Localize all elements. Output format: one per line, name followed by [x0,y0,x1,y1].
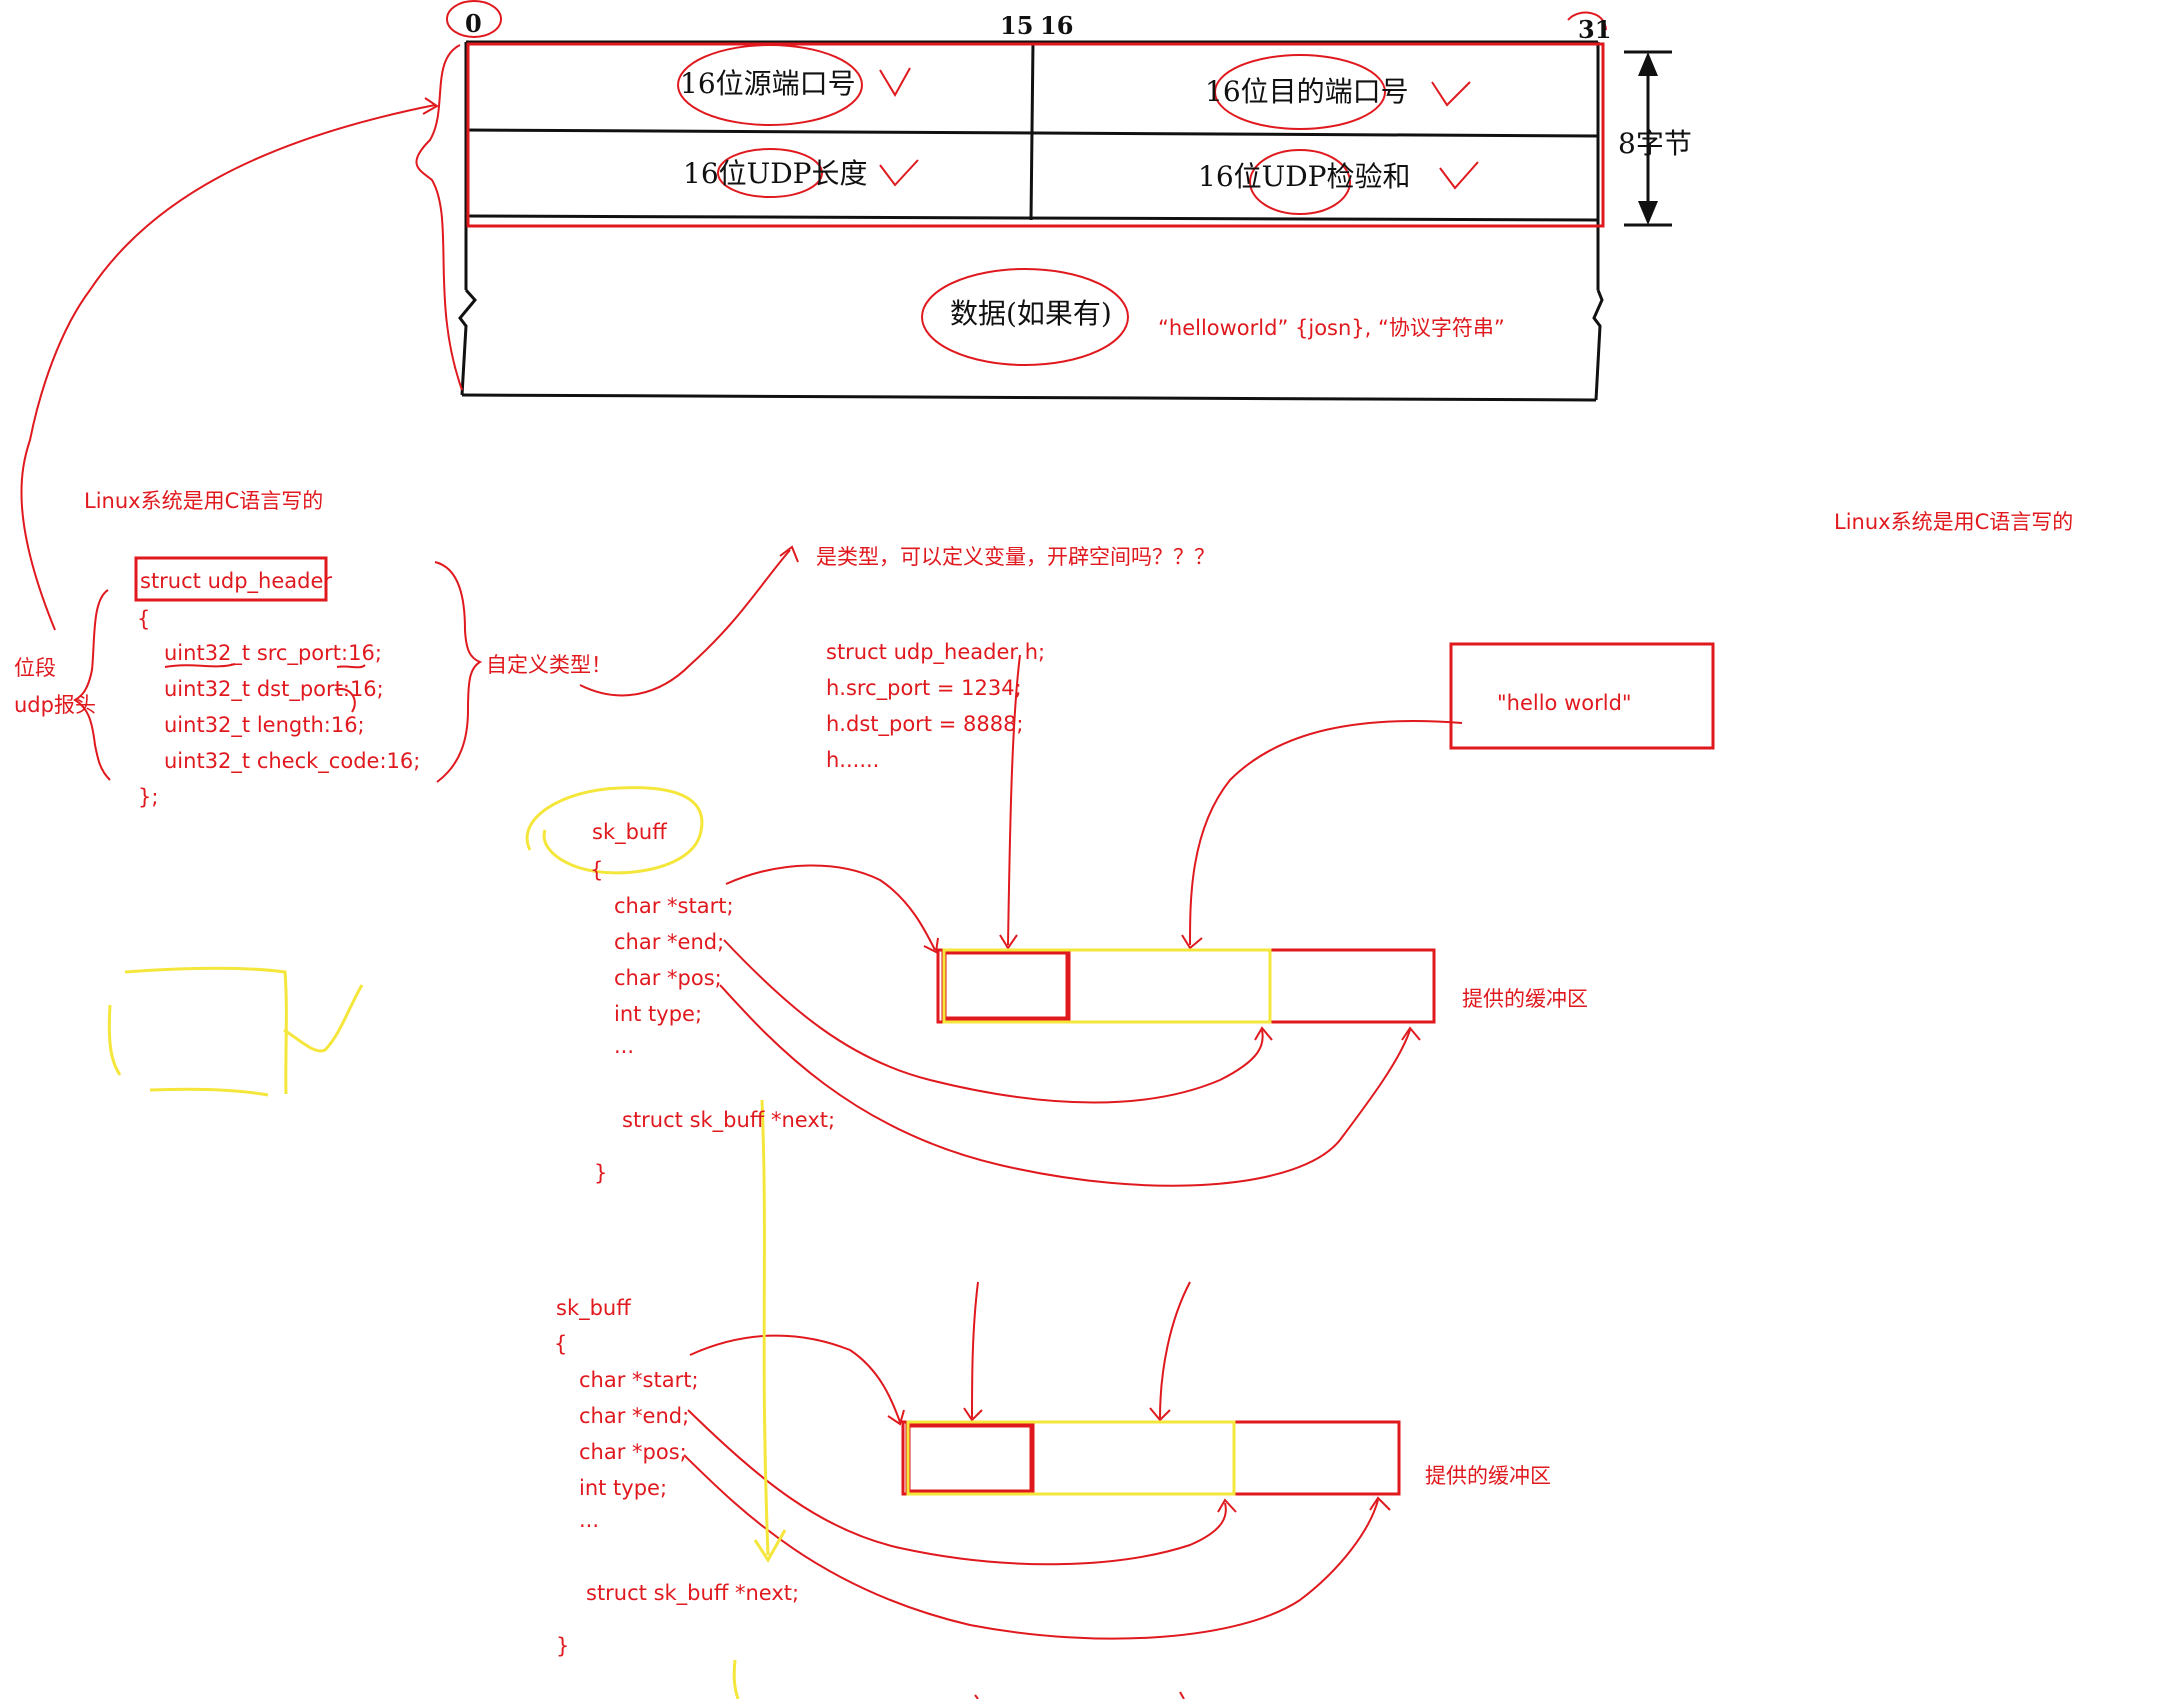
size-label: 8字节 [1618,127,1692,160]
custom-type-note: 自定义类型！ [486,653,612,677]
hello-world-text: "hello world" [1497,691,1632,715]
field-dst-port: 16位目的端口号 [1205,75,1409,108]
skbuff-title-circle [525,786,704,875]
struct-right-brace [434,561,483,783]
struct-udp-title: struct udp_header [140,569,333,593]
header-brace [415,44,463,391]
bit-label-16: 16 [1040,11,1074,40]
bit-label-0: 0 [465,9,482,38]
struct-udp-field: uint32_t length:16; [164,713,365,737]
skbuff-1-field: ... [614,1034,635,1058]
skbuff-1-title: sk_buff [592,820,667,844]
skbuff-1-next: struct sk_buff *next; [622,1108,836,1132]
question-note: 是类型，可以定义变量，开辟空间吗？？？ [816,545,1215,569]
bitfield-label: 位段 [14,656,56,680]
usage-line: h.dst_port = 8888; [826,712,1024,736]
buffer-2-box [901,1420,1401,1496]
hello-world-box [1449,642,1715,750]
check-icon [1439,161,1479,190]
buffer-1-header-segment [941,949,1071,1022]
buffer-1-data-highlight [942,948,1272,1024]
buffer-2-label: 提供的缓冲区 [1425,1464,1551,1488]
skbuff-2-title: sk_buff [556,1296,631,1320]
buffer-1-label: 提供的缓冲区 [1462,987,1588,1011]
dst-port-circle [1214,54,1386,130]
skbuff-1-field: char *start; [614,894,734,918]
arrow-down-icon [1638,201,1658,225]
skbuff-2-close: } [556,1634,570,1658]
bit-label-15: 15 [1000,11,1034,40]
field-src-port: 16位源端口号 [680,67,856,100]
skbuff-1-close: } [594,1161,608,1185]
struct-udp-field: uint32_t check_code:16; [164,749,421,773]
arrow-up-icon [1638,52,1658,76]
usage-line: struct udp_header h; [826,640,1046,664]
skbuff-1-field: char *pos; [614,966,722,990]
skbuff-1-field: char *end; [614,930,725,954]
src-port-circle [677,44,863,126]
skbuff-2-next: struct sk_buff *next; [586,1581,800,1605]
bitfield-link-curve [20,104,436,631]
struct-udp-close: }; [138,785,159,809]
udp-header-label: udp报头 [14,693,96,717]
header-highlight-box [466,42,1605,228]
struct-udp-field: uint32_t src_port:16; [164,641,382,665]
skbuff-2-field: char *end; [579,1404,690,1428]
udp-header-table [458,40,1672,402]
skbuff-2-field: char *start; [579,1368,699,1392]
check-icon [879,67,911,97]
bit-zero-circle [446,0,502,38]
usage-line: h...... [826,748,880,772]
red-annotations [20,0,1715,1699]
skbuff-2-open: { [554,1332,568,1356]
bit-label-31: 31 [1578,15,1612,44]
data-label: 数据(如果有) [950,297,1112,330]
yellow-annotations [107,786,1272,1699]
data-examples: “helloworld” {josn}, “协议字符串” [1158,316,1505,340]
field-checksum: 16位UDP检验和 [1198,160,1411,193]
struct-title-box [134,556,328,602]
check-icon [1431,81,1471,107]
buffer-2-data-highlight [906,1420,1236,1496]
linux-note-right: Linux系统是用C语言写的 [1834,510,2074,534]
skbuff-2-field: int type; [579,1476,668,1500]
field-length: 16位UDP长度 [683,157,868,190]
usage-line: h.src_port = 1234; [826,676,1022,700]
data-circle [921,268,1129,366]
buffer-1-box [936,948,1436,1024]
skbuff-2-field: ... [579,1508,600,1532]
length-circle [717,148,823,198]
buffer-2-header-segment [905,1422,1035,1495]
question-link-curve [579,549,791,697]
check-icon [879,159,919,187]
linux-note-left: Linux系统是用C语言写的 [84,489,324,513]
struct-udp-field: uint32_t dst_port:16; [164,677,384,701]
struct-udp-open: { [137,607,151,631]
struct-left-brace [73,589,111,781]
checksum-circle [1249,149,1351,215]
bit-31-circle [1567,11,1607,31]
skbuff-1-open: { [590,858,604,882]
skbuff-2-field: char *pos; [579,1440,687,1464]
skbuff-1-field: int type; [614,1002,703,1026]
